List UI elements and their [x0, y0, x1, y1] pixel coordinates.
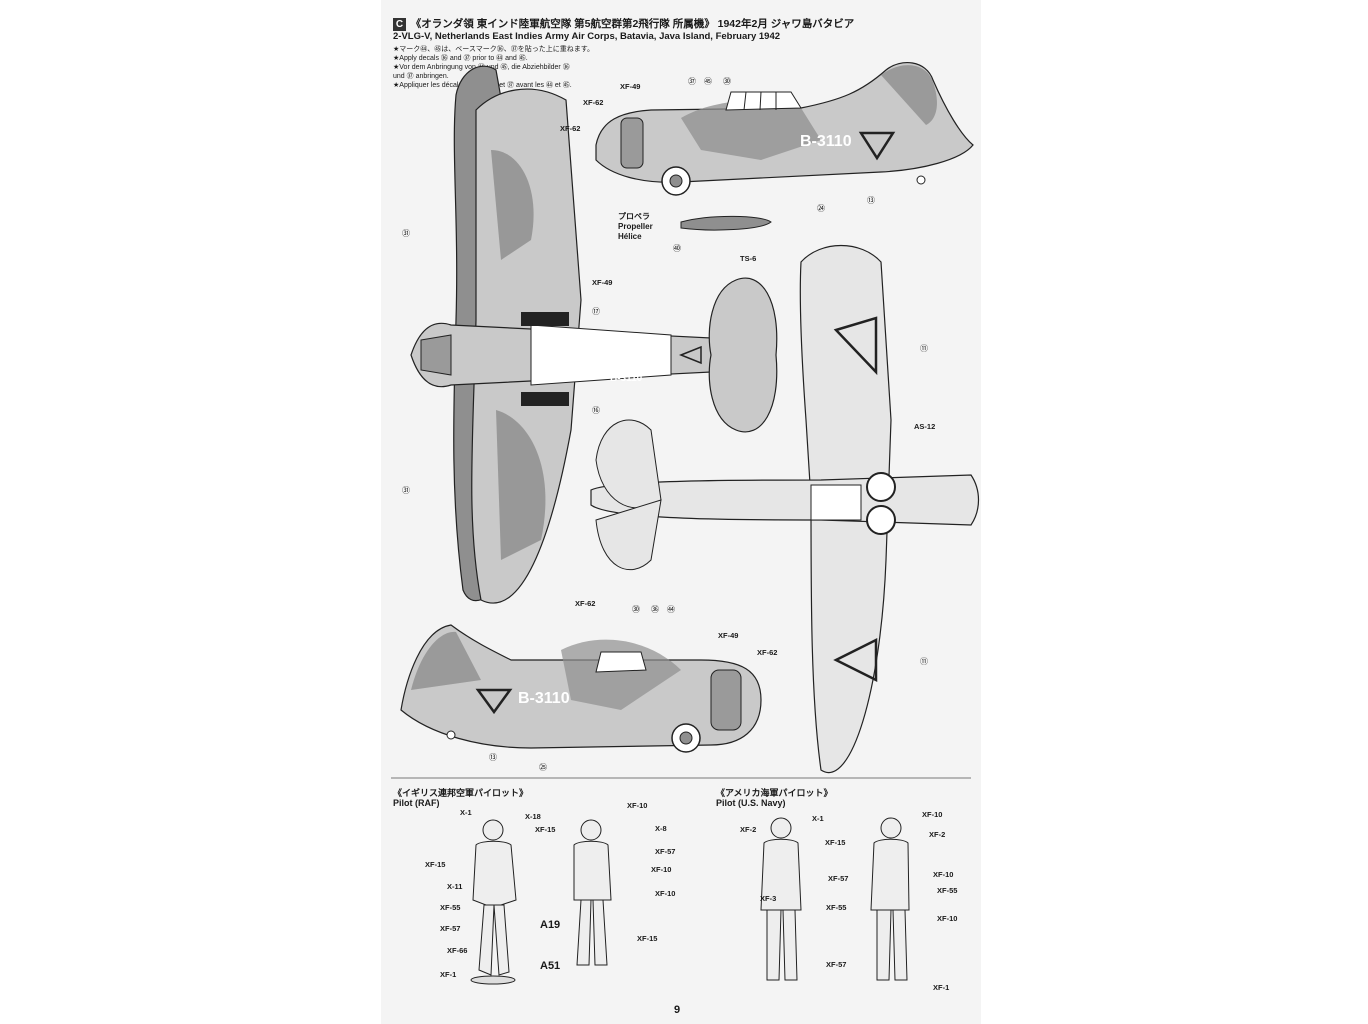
decal-30-bottom: ㉚	[632, 605, 640, 614]
callout-as12: AS-12	[914, 422, 936, 431]
decal-36: ㊱	[651, 605, 659, 614]
raf-front-callout: XF-1	[440, 970, 457, 979]
raf-front-callout: XF-15	[425, 860, 446, 869]
page-number: 9	[674, 1004, 681, 1016]
usn-pilot-title-jp: 《アメリカ海軍パイロット》	[716, 788, 833, 798]
plan-view-top	[410, 65, 778, 604]
callout-xf62-plan: XF-62	[575, 599, 596, 608]
serial-marking-wing: B-3110	[610, 373, 643, 384]
usn-back-callout: XF-10	[933, 870, 954, 879]
raf-front-callout: XF-57	[440, 924, 461, 933]
decal-note-en: ★Apply decals ㊱ and ㊲ prior to ㊹ and ㊺.	[393, 55, 528, 62]
step-badge: C	[393, 18, 406, 31]
usn-front-callout: XF-57	[826, 960, 847, 969]
propeller-label-jp: プロペラ	[618, 212, 650, 221]
propeller-label-en: Propeller	[618, 222, 653, 231]
profile-left-side	[400, 624, 762, 753]
usn-back-callout: XF-1	[933, 983, 950, 992]
serial-marking-bottom: B-3110	[518, 690, 570, 707]
raf-back-callout: X-8	[655, 824, 667, 833]
decal-13-top: ⑬	[867, 196, 875, 205]
usn-front-callout: XF-3	[760, 894, 777, 903]
usn-pilot-title-en: Pilot (U.S. Navy)	[716, 798, 786, 808]
usn-front-callout: XF-2	[740, 825, 757, 834]
decal-24: ㉔	[817, 204, 825, 213]
decal-25: ㉕	[539, 763, 547, 772]
pilot-figures	[470, 817, 910, 985]
raf-front-callout: XF-15	[535, 825, 556, 834]
callout-xf62-top-a: XF-62	[583, 98, 604, 107]
callout-xf49-plan: XF-49	[592, 278, 613, 287]
plan-view-underside	[590, 244, 980, 773]
decal-13-bottom: ⑬	[489, 753, 497, 762]
callout-xf62-top-b: XF-62	[560, 124, 581, 133]
decal-45: ㊺	[704, 77, 712, 86]
propeller-color: TS-6	[740, 254, 757, 263]
callout-xf49-bottom: XF-49	[718, 631, 739, 640]
decal-11-lower: ⑪	[920, 657, 928, 666]
usn-back-callout: XF-10	[922, 810, 943, 819]
decal-note-jp: ★マーク㊹、㊺は、ベースマーク㊱、㊲を貼った上に重ねます。	[393, 46, 595, 53]
usn-front-callout: XF-57	[828, 874, 849, 883]
raf-front-callout: XF-55	[440, 903, 461, 912]
part-a19: A19	[540, 919, 561, 931]
part-a51: A51	[540, 960, 561, 972]
raf-pilot-title-en: Pilot (RAF)	[393, 798, 440, 808]
raf-back-callout: XF-10	[627, 801, 648, 810]
usn-back-callout: XF-10	[937, 914, 958, 923]
decal-30: ㉚	[723, 77, 731, 86]
usn-front-callout: X-1	[812, 814, 824, 823]
raf-pilot-title-jp: 《イギリス連邦空軍パイロット》	[393, 788, 529, 798]
raf-back-callout: XF-10	[651, 865, 672, 874]
raf-front-callout: X-11	[447, 882, 463, 891]
section-header: C 《オランダ領 東インド陸軍航空隊 第5航空群第2飛行隊 所属機》 1942年…	[393, 18, 973, 43]
profile-right-side	[595, 62, 974, 196]
raf-front-callout: X-1	[460, 808, 472, 817]
scheme-title-jp: 《オランダ領 東インド陸軍航空隊 第5航空群第2飛行隊 所属機》 1942年2月…	[410, 18, 855, 30]
raf-front-callout: X-18	[525, 812, 541, 821]
decal-16: ⑯	[592, 406, 600, 415]
callout-xf49-top: XF-49	[620, 82, 641, 91]
usn-front-callout: XF-55	[826, 903, 847, 912]
usn-front-callout: XF-15	[825, 838, 846, 847]
scheme-title-en: 2-VLG-V, Netherlands East Indies Army Ai…	[393, 31, 781, 42]
decal-31-upper: ㉛	[402, 229, 410, 238]
raf-back-callout: XF-57	[655, 847, 676, 856]
usn-back-callout: XF-2	[929, 830, 946, 839]
aircraft-drawings	[391, 62, 980, 985]
decal-37: ㊲	[688, 77, 696, 86]
decal-17: ⑰	[592, 307, 600, 316]
propeller-decal: ㊵	[673, 244, 681, 253]
decal-31-lower: ㉛	[402, 486, 410, 495]
propeller-drawing	[680, 215, 772, 231]
decal-44: ㊹	[667, 605, 675, 614]
callout-xf62-bottom: XF-62	[757, 648, 778, 657]
raf-front-callout: XF-66	[447, 946, 468, 955]
raf-back-callout: XF-15	[637, 934, 658, 943]
decal-note-de-2: und ㊲ anbringen.	[393, 73, 449, 80]
decal-11-upper: ⑪	[920, 344, 928, 353]
raf-back-callout: XF-10	[655, 889, 676, 898]
serial-marking-top: B-3110	[800, 133, 852, 150]
usn-back-callout: XF-55	[937, 886, 958, 895]
propeller-label-fr: Hélice	[618, 232, 642, 241]
